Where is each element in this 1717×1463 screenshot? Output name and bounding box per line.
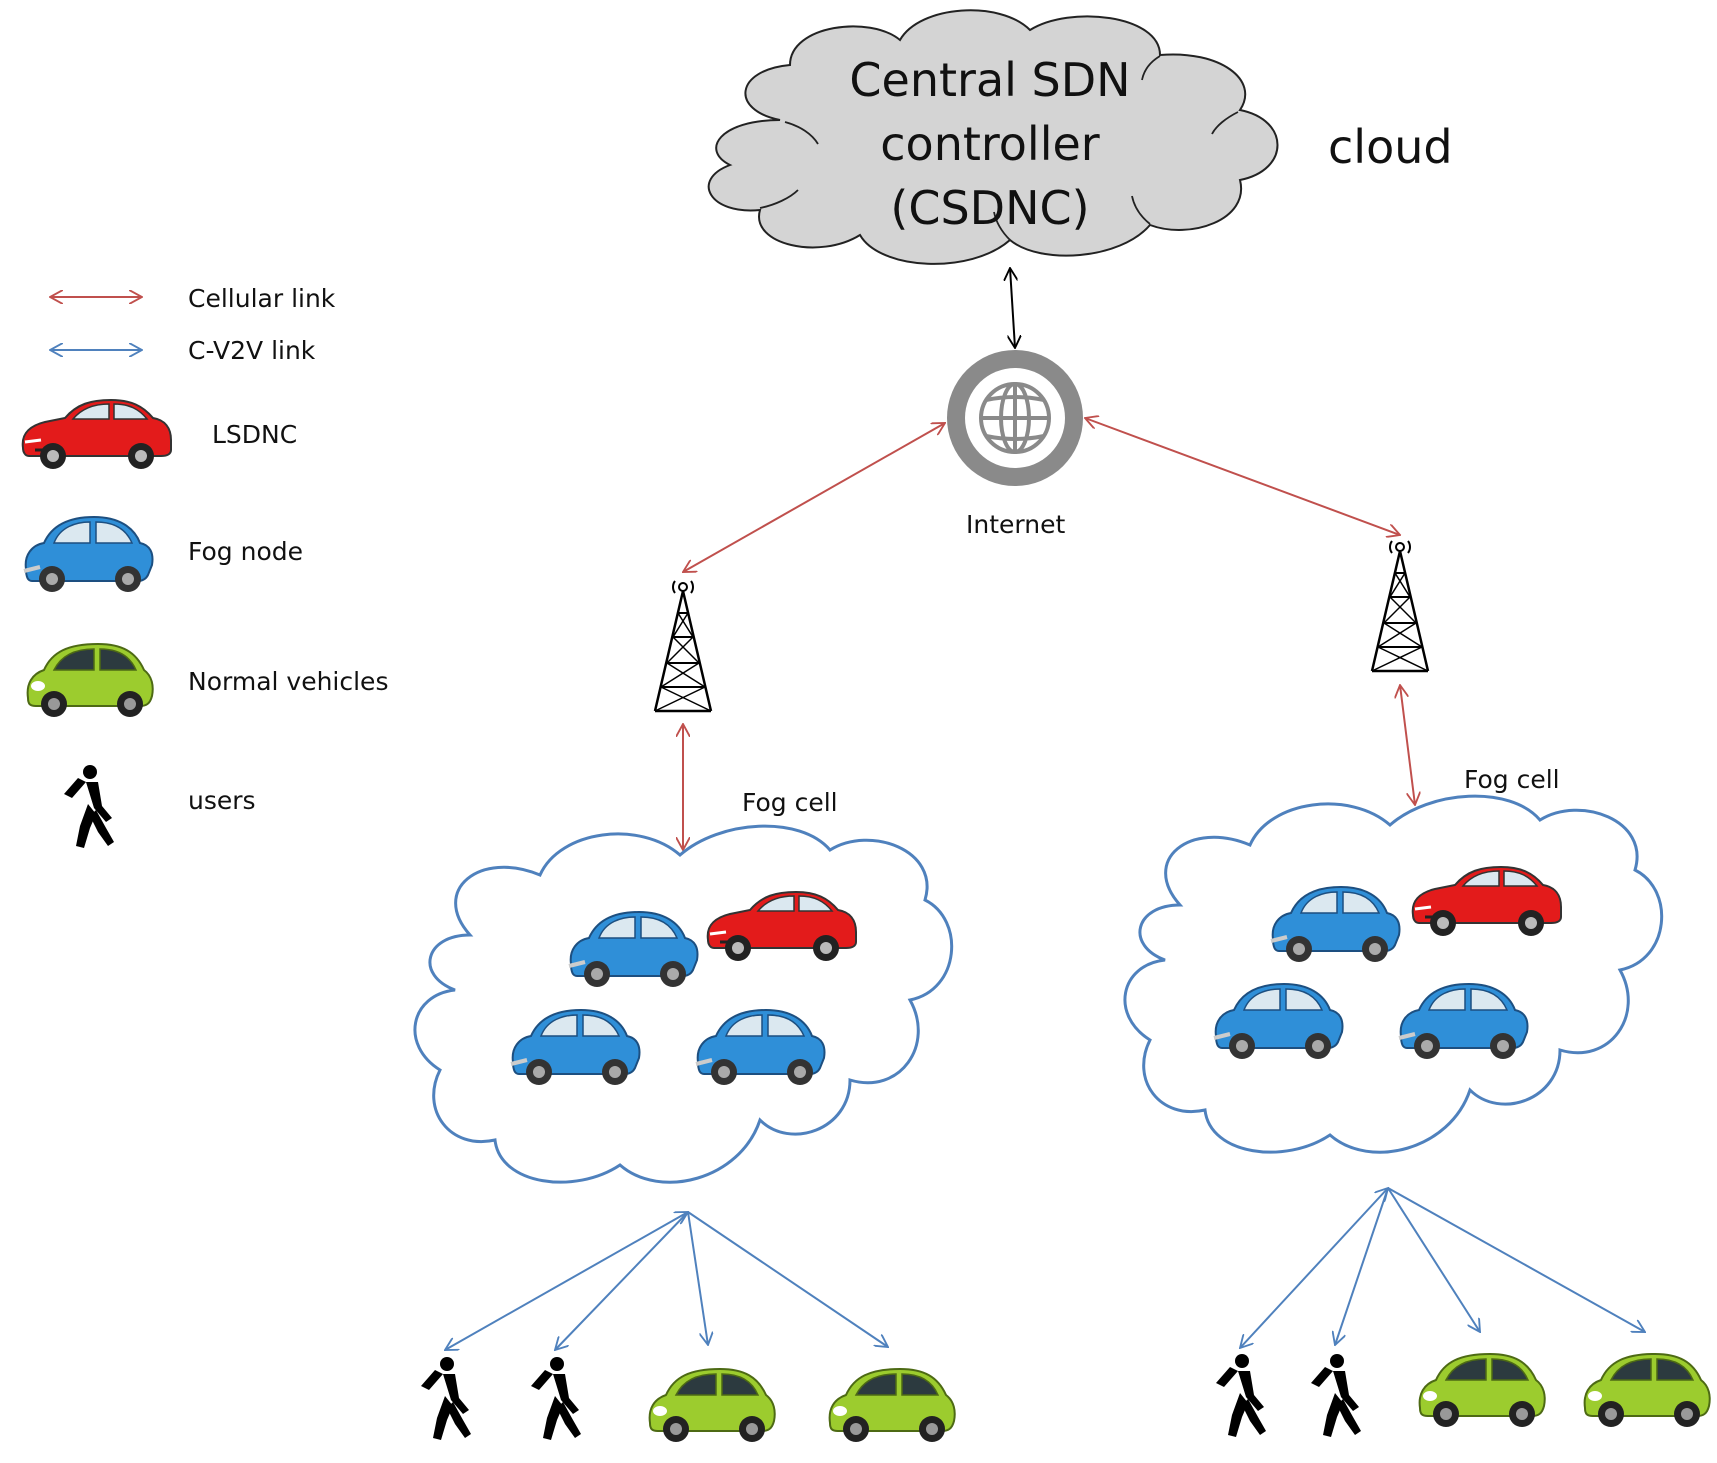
legend-fog-node-car <box>22 515 155 594</box>
legend-fog-node-label: Fog node <box>188 537 303 566</box>
normal-vehicle <box>1583 1353 1711 1428</box>
cloud-label: cloud <box>1328 120 1453 174</box>
normal-vehicle <box>828 1368 956 1443</box>
left-cell-tower-icon <box>653 579 713 713</box>
cloud-internet-link <box>1010 268 1015 348</box>
user-icon <box>531 1357 581 1440</box>
legend-users-label: users <box>188 786 256 815</box>
controller-line-3: (CSDNC) <box>890 181 1090 235</box>
controller-line-2: controller <box>880 117 1100 171</box>
cellular-link-internet-left-tower <box>683 423 945 572</box>
left-cv2v-links <box>445 1212 888 1350</box>
right-cell-tower-icon <box>1370 539 1430 673</box>
legend-lsdnc-label: LSDNC <box>212 420 298 449</box>
globe-icon <box>979 382 1051 454</box>
legend-cellular-link-label: Cellular link <box>188 284 336 313</box>
central-controller-cloud <box>707 9 1279 265</box>
normal-vehicle <box>648 1368 776 1443</box>
legend-cv2v-link-label: C-V2V link <box>188 336 316 365</box>
normal-vehicle <box>1418 1353 1546 1428</box>
user-icon <box>421 1357 471 1440</box>
legend-normal-vehicles-label: Normal vehicles <box>188 667 389 696</box>
right-fog-cell-label: Fog cell <box>1464 765 1560 794</box>
central-controller-title: Central SDN controller (CSDNC) <box>790 48 1190 240</box>
legend-user-icon <box>64 765 114 848</box>
cellular-link-right-tower-fog <box>1400 685 1415 805</box>
internet-label: Internet <box>966 510 1066 539</box>
legend-lsdnc-car <box>21 398 173 471</box>
right-cv2v-links <box>1240 1188 1645 1348</box>
cellular-link-internet-right-tower <box>1085 418 1400 535</box>
left-fog-cell-label: Fog cell <box>742 788 838 817</box>
legend-normal-vehicle <box>26 643 154 718</box>
user-icon <box>1311 1354 1361 1437</box>
user-icon <box>1216 1354 1266 1437</box>
left-fog-cell-cloud <box>413 824 954 1184</box>
right-fog-cell-cloud <box>1123 794 1664 1154</box>
controller-line-1: Central SDN <box>849 53 1131 107</box>
